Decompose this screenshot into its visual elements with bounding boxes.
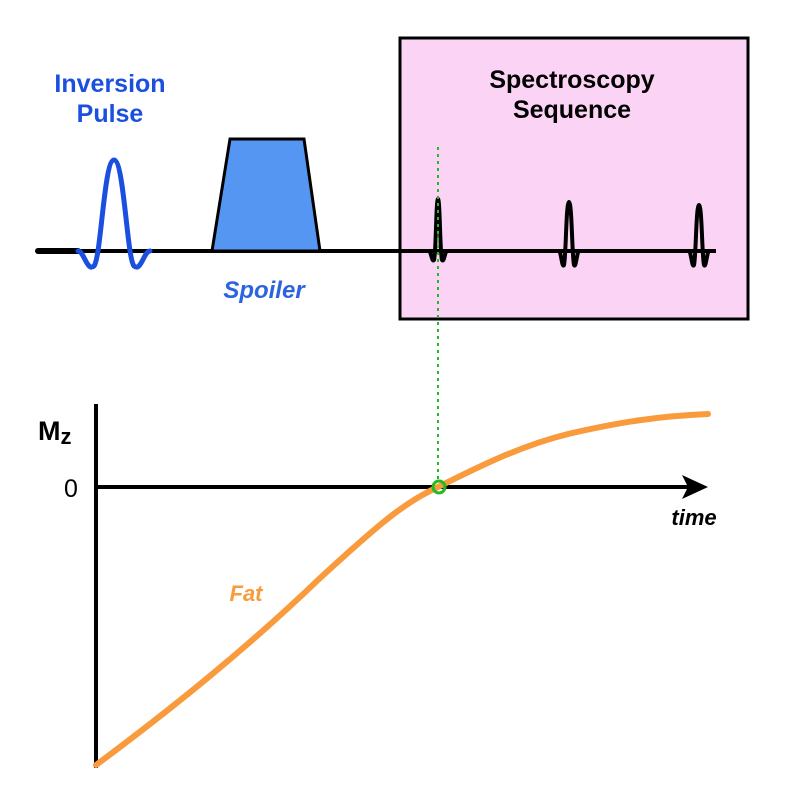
time-axis-arrowhead [682,475,708,499]
mz-axis-label-subscript: z [61,424,72,449]
inversion-pulse-waveform [75,157,153,270]
spectroscopy-sequence-label-line2: Sequence [513,96,631,124]
zero-tick-label: 0 [64,475,78,503]
spectroscopy-pulse-3 [687,202,711,268]
inversion-pulse-label-line1: Inversion [54,70,165,98]
mz-axis-label: Mz [38,416,72,449]
fat-curve-label: Fat [230,581,265,606]
spoiler-label: Spoiler [223,277,306,304]
inversion-pulse-label-line2: Pulse [77,100,144,128]
spoiler-gradient [210,137,322,253]
time-axis-label: time [671,505,716,530]
mz-axis-label-main: M [38,416,61,446]
spectroscopy-sequence-box [398,36,750,321]
spectroscopy-pulse-2 [557,199,581,268]
fat-recovery-curve [93,411,711,768]
null-point-marker [431,479,447,495]
spectroscopy-sequence-label-line1: Spectroscopy [489,66,654,94]
